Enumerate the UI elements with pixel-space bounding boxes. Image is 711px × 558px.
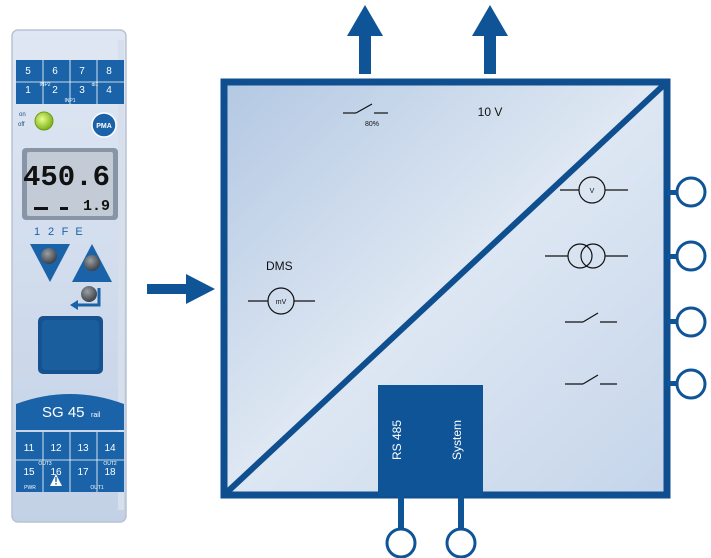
down-button-knob[interactable] xyxy=(41,248,57,264)
terminal-17: 17 xyxy=(77,467,89,478)
bus-terminal-rs485 xyxy=(385,495,417,558)
relay-output-1-icon xyxy=(565,312,617,323)
display-sub-value: 1.9 xyxy=(83,198,110,215)
indicator-f: F xyxy=(62,226,69,238)
current-output-icon xyxy=(545,243,628,269)
supply-voltage-label: 10 V xyxy=(478,105,503,119)
relay-contact-80: 80% xyxy=(343,103,388,128)
voltage-output-icon: V xyxy=(560,176,628,204)
input-meter-label: mV xyxy=(276,299,287,306)
terminal-5: 5 xyxy=(25,66,31,77)
bus-terminal-system xyxy=(445,495,477,558)
terminal-1: 1 xyxy=(25,85,31,96)
indicator-1: 1 xyxy=(34,226,40,238)
up-button-knob[interactable] xyxy=(84,255,100,271)
label-inp1: INP1 xyxy=(64,98,75,104)
label-off: off xyxy=(18,122,25,128)
terminal-18: 18 xyxy=(104,467,116,478)
label-pwr: PWR xyxy=(24,485,36,491)
function-key-shade xyxy=(42,320,99,370)
output-terminal-2 xyxy=(667,240,707,272)
terminal-6: 6 xyxy=(52,66,58,77)
controller-device: 5 6 7 8 INP2 di1 1 2 3 4 INP1 on off PMA… xyxy=(11,29,127,523)
model-suffix: rail xyxy=(91,412,101,419)
display-main-value: 450.6 xyxy=(23,161,110,194)
label-out3: OUT3 xyxy=(38,461,52,467)
bus-interface-block: RS 485 System xyxy=(378,385,483,496)
enter-arrow-icon xyxy=(76,288,101,307)
bus-port-rs485: RS 485 xyxy=(390,420,404,460)
terminal-16: 16 xyxy=(50,467,62,478)
terminal-3: 3 xyxy=(79,85,85,96)
terminal-8: 8 xyxy=(106,66,112,77)
terminal-2: 2 xyxy=(52,85,58,96)
label-on: on xyxy=(19,112,26,118)
input-arrow-icon xyxy=(147,274,215,304)
relay-output-2-icon xyxy=(565,374,617,385)
input-type-label: DMS xyxy=(266,259,293,273)
output-terminal-3 xyxy=(667,306,707,338)
display-bar-2 xyxy=(60,207,68,210)
terminal-4: 4 xyxy=(106,85,112,96)
indicator-2: 2 xyxy=(48,226,54,238)
contact-percentage: 80% xyxy=(365,121,379,128)
output-terminal-4 xyxy=(667,368,707,400)
enter-arrowhead-icon xyxy=(70,300,78,310)
block-diagonal xyxy=(221,79,670,498)
device-side-rail xyxy=(118,40,124,510)
output-terminal-1 xyxy=(667,176,707,208)
lcd-display xyxy=(27,152,113,216)
pma-logo-text: PMA xyxy=(96,123,112,130)
terminal-13: 13 xyxy=(77,443,89,454)
indicator-e: E xyxy=(75,226,82,238)
enter-button[interactable] xyxy=(81,286,97,302)
label-out2: OUT2 xyxy=(103,461,117,467)
millivolt-meter-icon: mV xyxy=(248,287,315,315)
status-led xyxy=(34,111,54,131)
pma-logo xyxy=(91,112,117,138)
model-name: SG 45 xyxy=(42,404,85,421)
terminal-11: 11 xyxy=(24,443,35,454)
label-inp2: INP2 xyxy=(39,82,50,88)
output-arrow-right-icon xyxy=(472,5,508,74)
display-bar-1 xyxy=(34,207,48,210)
output-arrow-left-icon xyxy=(347,5,383,74)
label-di1: di1 xyxy=(92,82,99,88)
model-band xyxy=(16,394,124,430)
bus-port-system: System xyxy=(450,420,464,460)
terminal-12: 12 xyxy=(50,443,62,454)
terminal-15: 15 xyxy=(23,467,35,478)
label-out1: OUT1 xyxy=(90,485,104,491)
terminal-7: 7 xyxy=(79,66,85,77)
output-meter-label: V xyxy=(590,188,595,195)
terminal-14: 14 xyxy=(104,443,116,454)
